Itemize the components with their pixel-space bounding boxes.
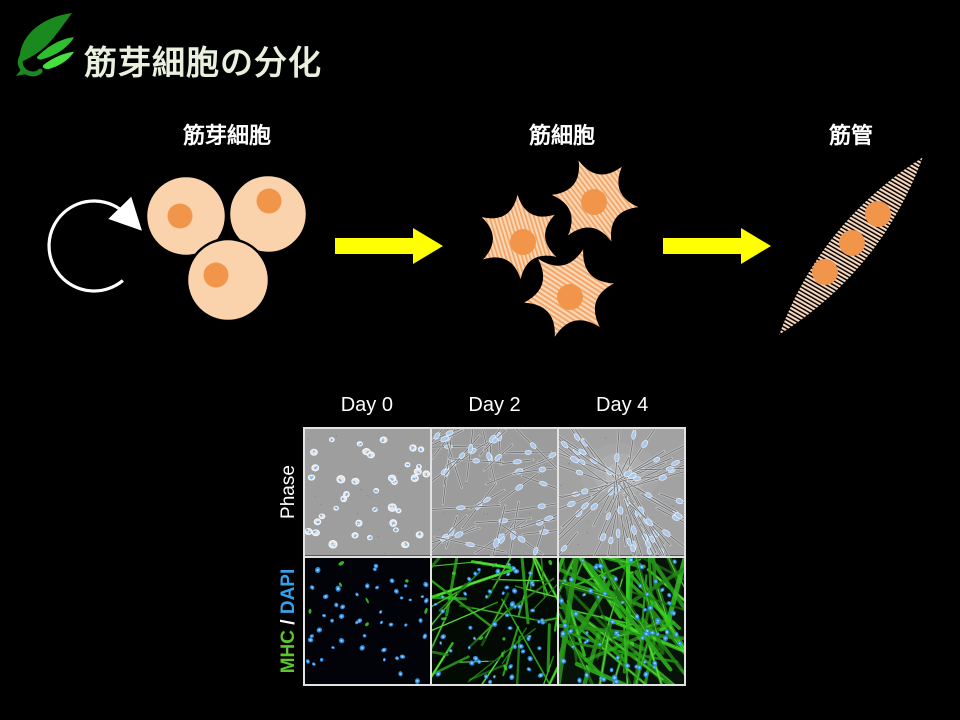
- stage-label-myotube: 筋管: [829, 123, 874, 148]
- micrograph-grid: [303, 427, 686, 686]
- micrograph-day4-fluor: [559, 557, 684, 684]
- row-label-mhc-dapi: MHC / DAPI: [276, 556, 302, 686]
- slash-label: /: [278, 614, 299, 630]
- myocyte-cell-group: [464, 157, 644, 342]
- myotube-shape: [779, 157, 923, 335]
- nucleus: [557, 284, 583, 310]
- nucleus: [510, 229, 536, 255]
- nucleus: [865, 201, 891, 227]
- nucleus: [812, 259, 838, 285]
- nucleus: [203, 262, 229, 288]
- differentiation-arrow-2-icon: [663, 228, 771, 264]
- micrograph-day4-phase: [559, 429, 684, 556]
- slide-title: 筋芽細胞の分化: [84, 44, 322, 81]
- mhc-label: MHC: [278, 629, 299, 674]
- myoblast-cell-group: [144, 173, 309, 323]
- nucleus: [167, 203, 193, 229]
- micrograph-day2-phase: [432, 429, 557, 556]
- micrograph-day0-phase: [305, 429, 430, 556]
- stage-label-myoblast: 筋芽細胞: [183, 123, 272, 148]
- micrograph-day0-fluor: [305, 557, 430, 684]
- nucleus: [256, 188, 282, 214]
- nucleus: [581, 189, 607, 215]
- stage-label-myocyte: 筋細胞: [529, 123, 596, 148]
- row-label-phase: Phase: [278, 465, 299, 519]
- micrograph-column-headers: Day 0 Day 2 Day 4: [303, 394, 686, 417]
- nucleus: [839, 230, 865, 256]
- self-renewal-arrow-icon: [47, 196, 143, 293]
- column-header-day2: Day 2: [468, 394, 521, 416]
- column-header-day4: Day 4: [596, 394, 649, 416]
- dapi-label: DAPI: [278, 568, 299, 615]
- column-header-day0: Day 0: [340, 394, 393, 416]
- green-wing-logo-icon: [15, 12, 75, 77]
- micrograph-day2-fluor: [432, 557, 557, 684]
- differentiation-arrow-1-icon: [335, 228, 443, 264]
